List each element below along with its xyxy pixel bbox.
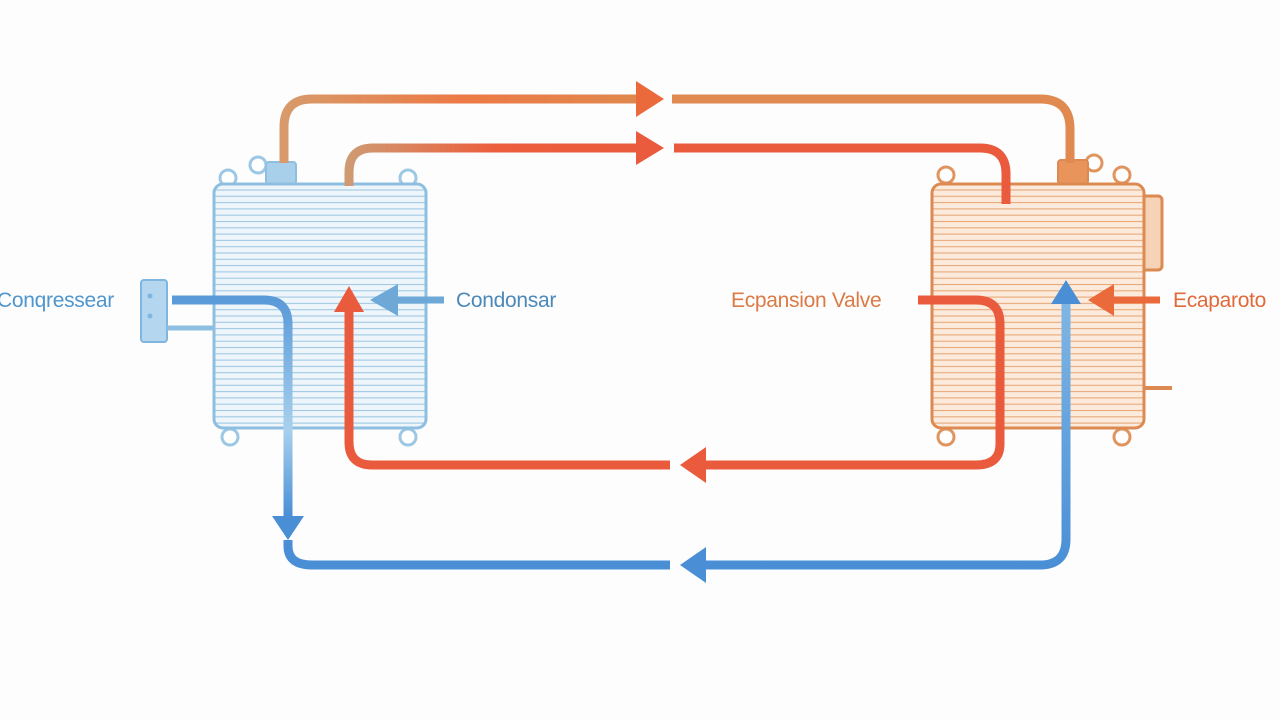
- condenser-label: Condonsar: [456, 289, 557, 312]
- flow-arrow-down: [272, 516, 304, 540]
- top-inner-pipe-right: [674, 143, 1011, 204]
- top-outer-pipe-left: [279, 94, 642, 163]
- compressor-port: [147, 293, 153, 299]
- bottom-blue-pipe-right: [700, 300, 1071, 570]
- expansion-valve-label: Ecpansion Valve: [731, 289, 882, 312]
- mounting-tab: [220, 427, 240, 447]
- heat-exchanger-body: [212, 182, 428, 430]
- flow-arrow-up: [334, 286, 364, 312]
- flow-arrow-left: [680, 547, 706, 583]
- blue-inlet-flow: [172, 295, 304, 540]
- top-inner-pipe-left: [344, 143, 642, 186]
- label-pointers: [370, 284, 1160, 316]
- compressor-port: [147, 313, 153, 319]
- mounting-tab: [936, 165, 956, 185]
- compressor-label: Conqressear: [0, 289, 114, 312]
- connector-block: [1057, 159, 1089, 185]
- connector-block: [265, 161, 297, 185]
- heat-exchanger-body: [930, 182, 1146, 430]
- flow-arrow-right: [636, 131, 664, 165]
- middle-red-pipe-left: [344, 310, 670, 470]
- compressor-icon: [140, 279, 168, 343]
- arrow-left-icon: [370, 284, 398, 316]
- compressor-unit: [140, 279, 214, 343]
- mounting-tab: [248, 155, 268, 175]
- mounting-tab: [936, 427, 956, 447]
- blue-inlet-pipe: [172, 295, 293, 516]
- flow-arrow-up: [1051, 280, 1081, 304]
- flow-arrow-left: [680, 447, 706, 483]
- right-heat-exchanger: [930, 153, 1172, 447]
- bottom-blue-pipe-left: [283, 540, 670, 570]
- mounting-tab: [398, 427, 418, 447]
- mounting-tab: [1112, 427, 1132, 447]
- bottom-blue-flow: [283, 280, 1081, 583]
- arrow-left-icon: [1088, 284, 1114, 316]
- left-heat-exchanger: [212, 155, 428, 447]
- evaporator-label: Ecaparoto: [1173, 289, 1267, 312]
- expansion-valve-inlet-pipe: [700, 295, 1005, 470]
- middle-red-flow: [334, 286, 1005, 483]
- mounting-tab: [1112, 165, 1132, 185]
- flow-arrow-right: [636, 81, 664, 117]
- top-outer-flow: [279, 81, 1075, 163]
- top-outer-pipe-right: [672, 94, 1075, 163]
- top-inner-flow: [344, 131, 1011, 204]
